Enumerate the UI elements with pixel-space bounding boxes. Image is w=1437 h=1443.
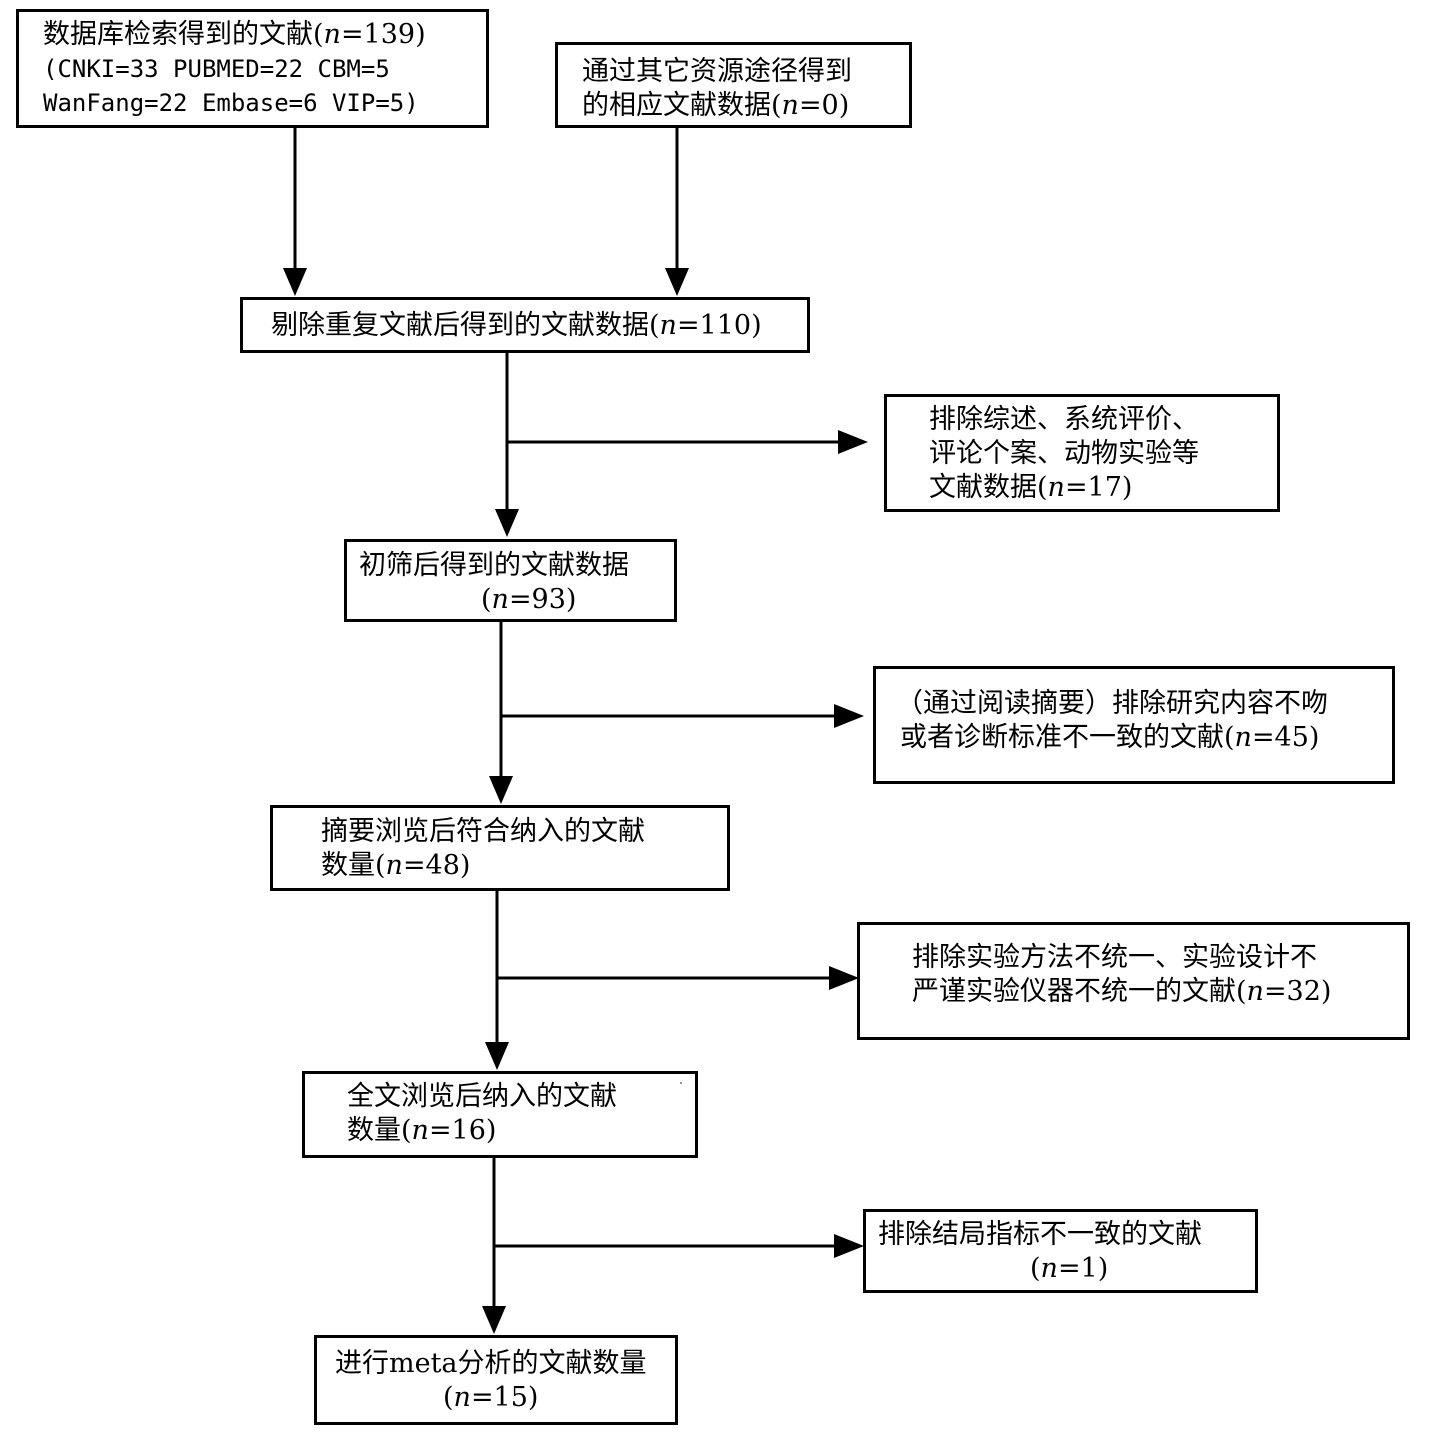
box-dedup: 剔除重复文献后得到的文献数据(n=110): [240, 297, 810, 353]
arrowhead-excl-abstract: [834, 704, 864, 728]
text-n: n: [659, 310, 677, 341]
box-screened-line2: (n=93): [359, 583, 674, 617]
box-screened: 初筛后得到的文献数据 (n=93): [344, 539, 677, 622]
stray-mark: [680, 1082, 682, 1084]
arrowhead-excl-outcome: [834, 1234, 864, 1258]
box-other-sources-line1: 通过其它资源途径得到: [582, 56, 852, 87]
box-exclude-reviews-line3: 文献数据(n=17): [929, 471, 1277, 505]
box-meta-analysis-line1: 进行meta分析的文献数量: [335, 1348, 647, 1379]
text-post: =1): [1057, 1253, 1109, 1284]
box-meta-analysis-line2: (n=15): [335, 1381, 675, 1415]
text-post: =93): [508, 584, 577, 615]
text-pre: 数据库检索得到的文献(: [43, 19, 324, 50]
box-exclude-method-line1: 排除实验方法不统一、实验设计不: [912, 942, 1317, 973]
box-database-search-line2: (CNKI=33 PUBMED=22 CBM=5: [43, 55, 390, 83]
text-n: n: [1234, 722, 1252, 753]
arrowhead-abstract-to-fulltext: [485, 1042, 509, 1070]
text-post: =45): [1251, 722, 1320, 753]
text-pre: 文献数据(: [929, 472, 1048, 503]
arrowhead-excl-method: [829, 966, 859, 990]
text-pre: 严谨实验仪器不统一的文献(: [912, 976, 1247, 1007]
box-exclude-reviews: 排除综述、系统评价、 评论个案、动物实验等 文献数据(n=17): [884, 394, 1280, 512]
text-post: =15): [470, 1382, 539, 1413]
box-fulltext-included: 全文浏览后纳入的文献 数量(n=16): [302, 1071, 698, 1158]
box-exclude-abstract: （通过阅读摘要）排除研究内容不吻 或者诊断标准不一致的文献(n=45): [873, 666, 1395, 784]
box-exclude-method: 排除实验方法不统一、实验设计不 严谨实验仪器不统一的文献(n=32): [857, 922, 1410, 1040]
box-fulltext-included-line2: 数量(n=16): [347, 1114, 695, 1148]
text-pre: (: [443, 1382, 454, 1413]
text-post: =48): [402, 850, 471, 881]
box-fulltext-included-line1: 全文浏览后纳入的文献: [347, 1081, 617, 1112]
text-n: n: [411, 1115, 429, 1146]
arrowhead-db-to-dedup: [283, 268, 307, 296]
box-exclude-outcome: 排除结局指标不一致的文献 (n=1): [863, 1209, 1258, 1293]
box-exclude-abstract-line2: 或者诊断标准不一致的文献(n=45): [896, 721, 1392, 755]
box-meta-analysis: 进行meta分析的文献数量 (n=15): [314, 1335, 678, 1425]
text-post: =17): [1064, 472, 1133, 503]
box-screened-line1: 初筛后得到的文献数据: [359, 550, 629, 581]
box-abstract-included-line1: 摘要浏览后符合纳入的文献: [321, 816, 645, 847]
text-post: =110): [676, 310, 762, 341]
text-post: =0): [798, 90, 850, 121]
box-dedup-line1: 剔除重复文献后得到的文献数据(n=110): [271, 309, 807, 343]
text-n: n: [491, 584, 509, 615]
text-n: n: [781, 90, 799, 121]
text-pre: 的相应文献数据(: [582, 90, 782, 121]
text-pre: (: [481, 584, 492, 615]
text-post: =32): [1263, 976, 1332, 1007]
text-post: =139): [340, 19, 426, 50]
arrowhead-dedup-to-screened: [495, 509, 519, 537]
box-exclude-outcome-line2: (n=1): [878, 1252, 1255, 1286]
box-other-sources-line2: 的相应文献数据(n=0): [582, 89, 909, 123]
box-exclude-abstract-line1: （通过阅读摘要）排除研究内容不吻: [896, 688, 1328, 719]
box-database-search-line1: 数据库检索得到的文献(n=139): [43, 18, 486, 52]
text-n: n: [385, 850, 403, 881]
box-exclude-reviews-line1: 排除综述、系统评价、: [929, 404, 1199, 435]
box-database-search: 数据库检索得到的文献(n=139) (CNKI=33 PUBMED=22 CBM…: [16, 9, 489, 128]
text-n: n: [1246, 976, 1264, 1007]
text-n: n: [323, 19, 341, 50]
arrowhead-other-to-dedup: [665, 268, 689, 296]
text-n: n: [1040, 1253, 1058, 1284]
arrowhead-fulltext-to-meta: [482, 1306, 506, 1334]
box-abstract-included-line2: 数量(n=48): [321, 849, 727, 883]
text-pre: 数量(: [347, 1115, 412, 1146]
text-pre: 数量(: [321, 850, 386, 881]
arrowhead-screened-to-abstract: [489, 776, 513, 804]
text-pre: 或者诊断标准不一致的文献(: [900, 722, 1235, 753]
text-n: n: [1047, 472, 1065, 503]
box-exclude-outcome-line1: 排除结局指标不一致的文献: [878, 1219, 1202, 1250]
box-database-search-line3: WanFang=22 Embase=6 VIP=5): [43, 89, 419, 117]
box-exclude-method-line2: 严谨实验仪器不统一的文献(n=32): [912, 975, 1407, 1009]
box-other-sources: 通过其它资源途径得到 的相应文献数据(n=0): [555, 42, 912, 128]
text-n: n: [453, 1382, 471, 1413]
text-pre: 剔除重复文献后得到的文献数据(: [271, 310, 660, 341]
box-abstract-included: 摘要浏览后符合纳入的文献 数量(n=48): [270, 805, 730, 891]
text-pre: (: [1030, 1253, 1041, 1284]
text-post: =16): [428, 1115, 497, 1146]
box-exclude-reviews-line2: 评论个案、动物实验等: [929, 438, 1199, 469]
arrowhead-excl-review: [838, 430, 868, 454]
